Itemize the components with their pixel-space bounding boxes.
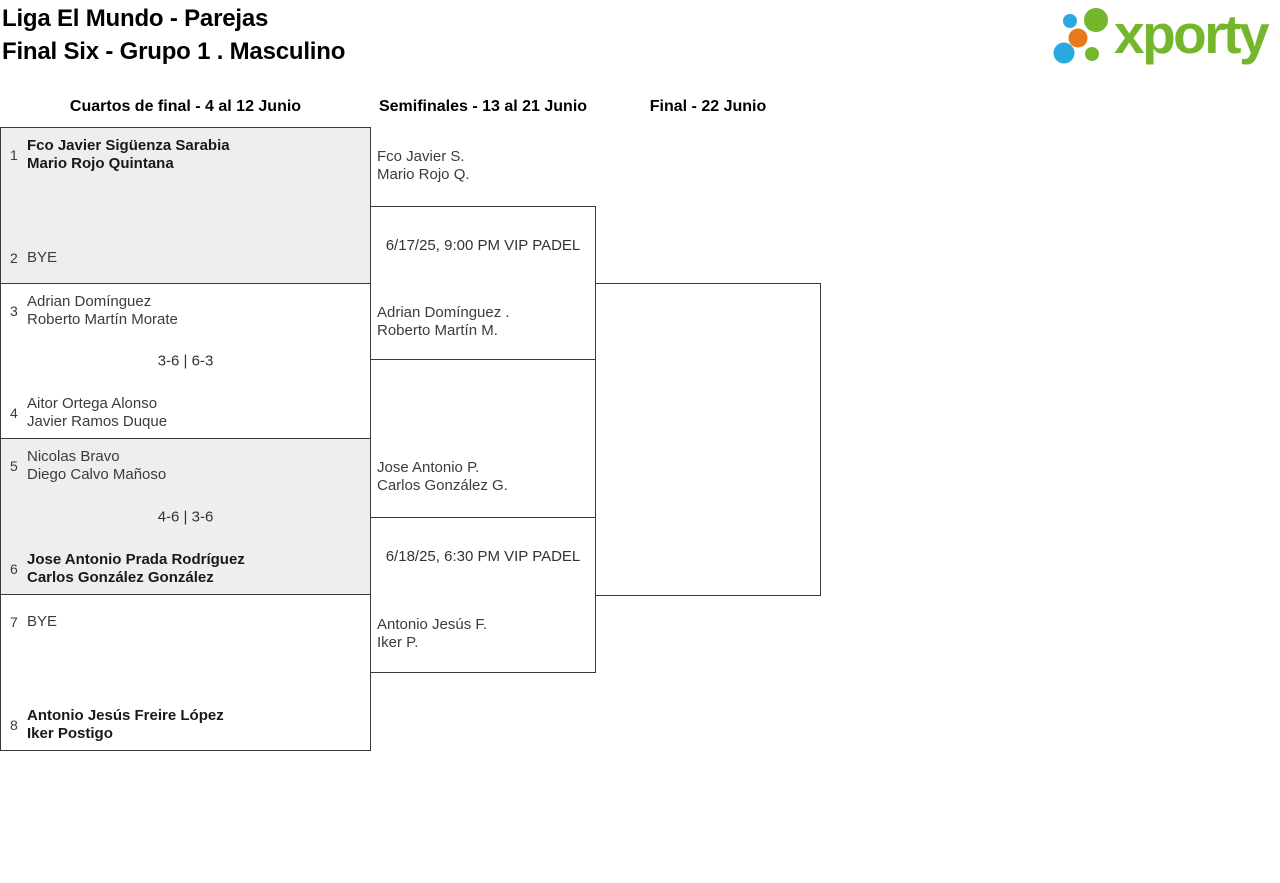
player-name: Nicolas Bravo [27, 448, 120, 465]
seed-number: 3 [10, 303, 18, 319]
team-slot-seed-2: 2 BYE [1, 240, 370, 276]
team-names: BYE [27, 613, 57, 631]
sf1-team-top: Fco Javier S. Mario Rojo Q. [377, 148, 470, 184]
seed-number: 5 [10, 458, 18, 474]
match-score: 4-6 | 3-6 [157, 508, 214, 525]
qf-match-2: 3 Adrian Domínguez Roberto Martín Morate… [0, 283, 371, 439]
player-name: Aitor Ortega Alonso [27, 395, 158, 412]
round-header-cuartos: Cuartos de final - 4 al 12 Junio [69, 98, 302, 115]
seed-number: 4 [10, 405, 18, 421]
seed-number: 6 [10, 561, 18, 577]
player-name: Javier Ramos Duque [27, 413, 168, 430]
logo-dot-blue-small [1063, 14, 1077, 28]
sf2-match-box: 6/18/25, 6:30 PM VIP PADEL [370, 517, 596, 673]
match-schedule: 6/17/25, 9:00 PM VIP PADEL [385, 237, 581, 254]
match-schedule: 6/18/25, 6:30 PM VIP PADEL [385, 548, 581, 565]
player-name: Mario Rojo Q. [377, 166, 470, 183]
logo-dot-blue-large [1053, 42, 1075, 64]
player-name: Adrian Domínguez . [377, 304, 510, 321]
team-slot-seed-7: 7 BYE [1, 604, 370, 640]
team-slot-seed-6: 6 Jose Antonio Prada Rodríguez Carlos Go… [1, 551, 370, 587]
team-slot-seed-8: 8 Antonio Jesús Freire López Iker Postig… [1, 707, 370, 743]
final-match-box [595, 283, 821, 596]
qf-match-3: 5 Nicolas Bravo Diego Calvo Mañoso 4-6 |… [0, 438, 371, 595]
player-name: Mario Rojo Quintana [27, 155, 174, 172]
player-name: Antonio Jesús Freire López [27, 707, 224, 724]
logo-dot-orange [1068, 28, 1088, 48]
team-slot-seed-5: 5 Nicolas Bravo Diego Calvo Mañoso [1, 448, 370, 484]
sf2-team-bottom: Antonio Jesús F. Iker P. [377, 616, 487, 652]
team-names: BYE [27, 249, 57, 267]
player-name: Fco Javier S. [377, 148, 465, 165]
player-name: Iker Postigo [27, 725, 113, 742]
player-name: Adrian Domínguez [27, 293, 152, 310]
player-name: Jose Antonio Prada Rodríguez [27, 551, 245, 568]
team-names: Aitor Ortega Alonso Javier Ramos Duque [27, 395, 167, 431]
seed-number: 2 [10, 250, 18, 266]
xporty-logo-text: xporty [1114, 3, 1270, 65]
player-name: Roberto Martín Morate [27, 311, 178, 328]
round-header-final: Final - 22 Junio [649, 98, 767, 115]
xporty-logo[interactable]: xporty [1046, 3, 1270, 67]
seed-number: 8 [10, 717, 18, 733]
player-name: Fco Javier Sigüenza Sarabia [27, 137, 230, 154]
qf-match-4: 7 BYE 8 Antonio Jesús Freire López Iker … [0, 594, 371, 751]
sf1-team-bottom: Adrian Domínguez . Roberto Martín M. [377, 304, 510, 340]
player-name: Roberto Martín M. [377, 322, 498, 339]
logo-dot-green-large [1084, 8, 1108, 32]
team-names: Nicolas Bravo Diego Calvo Mañoso [27, 448, 166, 484]
seed-number: 1 [10, 147, 18, 163]
team-names: Antonio Jesús Freire López Iker Postigo [27, 707, 224, 743]
player-name: Antonio Jesús F. [377, 616, 488, 633]
round-header-semifinales: Semifinales - 13 al 21 Junio [378, 98, 588, 115]
page-title-block: Liga El Mundo - Parejas Final Six - Grup… [2, 2, 345, 68]
player-name: BYE [27, 249, 58, 266]
team-names: Jose Antonio Prada Rodríguez Carlos Gonz… [27, 551, 245, 587]
match-score: 3-6 | 6-3 [157, 352, 214, 370]
team-names: Fco Javier Sigüenza Sarabia Mario Rojo Q… [27, 137, 230, 173]
player-name: Carlos González González [27, 569, 214, 586]
seed-number: 7 [10, 614, 18, 630]
team-slot-seed-1: 1 Fco Javier Sigüenza Sarabia Mario Rojo… [1, 137, 370, 173]
page-subtitle: Final Six - Grupo 1 . Masculino [2, 38, 346, 65]
player-name: Jose Antonio P. [377, 459, 480, 476]
player-name: Carlos González G. [377, 477, 508, 494]
team-slot-seed-3: 3 Adrian Domínguez Roberto Martín Morate [1, 293, 370, 329]
qf-match-1: 1 Fco Javier Sigüenza Sarabia Mario Rojo… [0, 127, 371, 284]
team-names: Adrian Domínguez Roberto Martín Morate [27, 293, 178, 329]
sf2-team-top: Jose Antonio P. Carlos González G. [377, 459, 508, 495]
xporty-logo-dots-icon [1053, 8, 1108, 64]
player-name: Diego Calvo Mañoso [27, 466, 167, 483]
team-slot-seed-4: 4 Aitor Ortega Alonso Javier Ramos Duque [1, 395, 370, 431]
logo-dot-green-small [1085, 47, 1099, 61]
player-name: BYE [27, 613, 58, 630]
player-name: Iker P. [377, 634, 419, 651]
page-title: Liga El Mundo - Parejas [2, 5, 269, 32]
sf1-match-box: 6/17/25, 9:00 PM VIP PADEL [370, 206, 596, 360]
